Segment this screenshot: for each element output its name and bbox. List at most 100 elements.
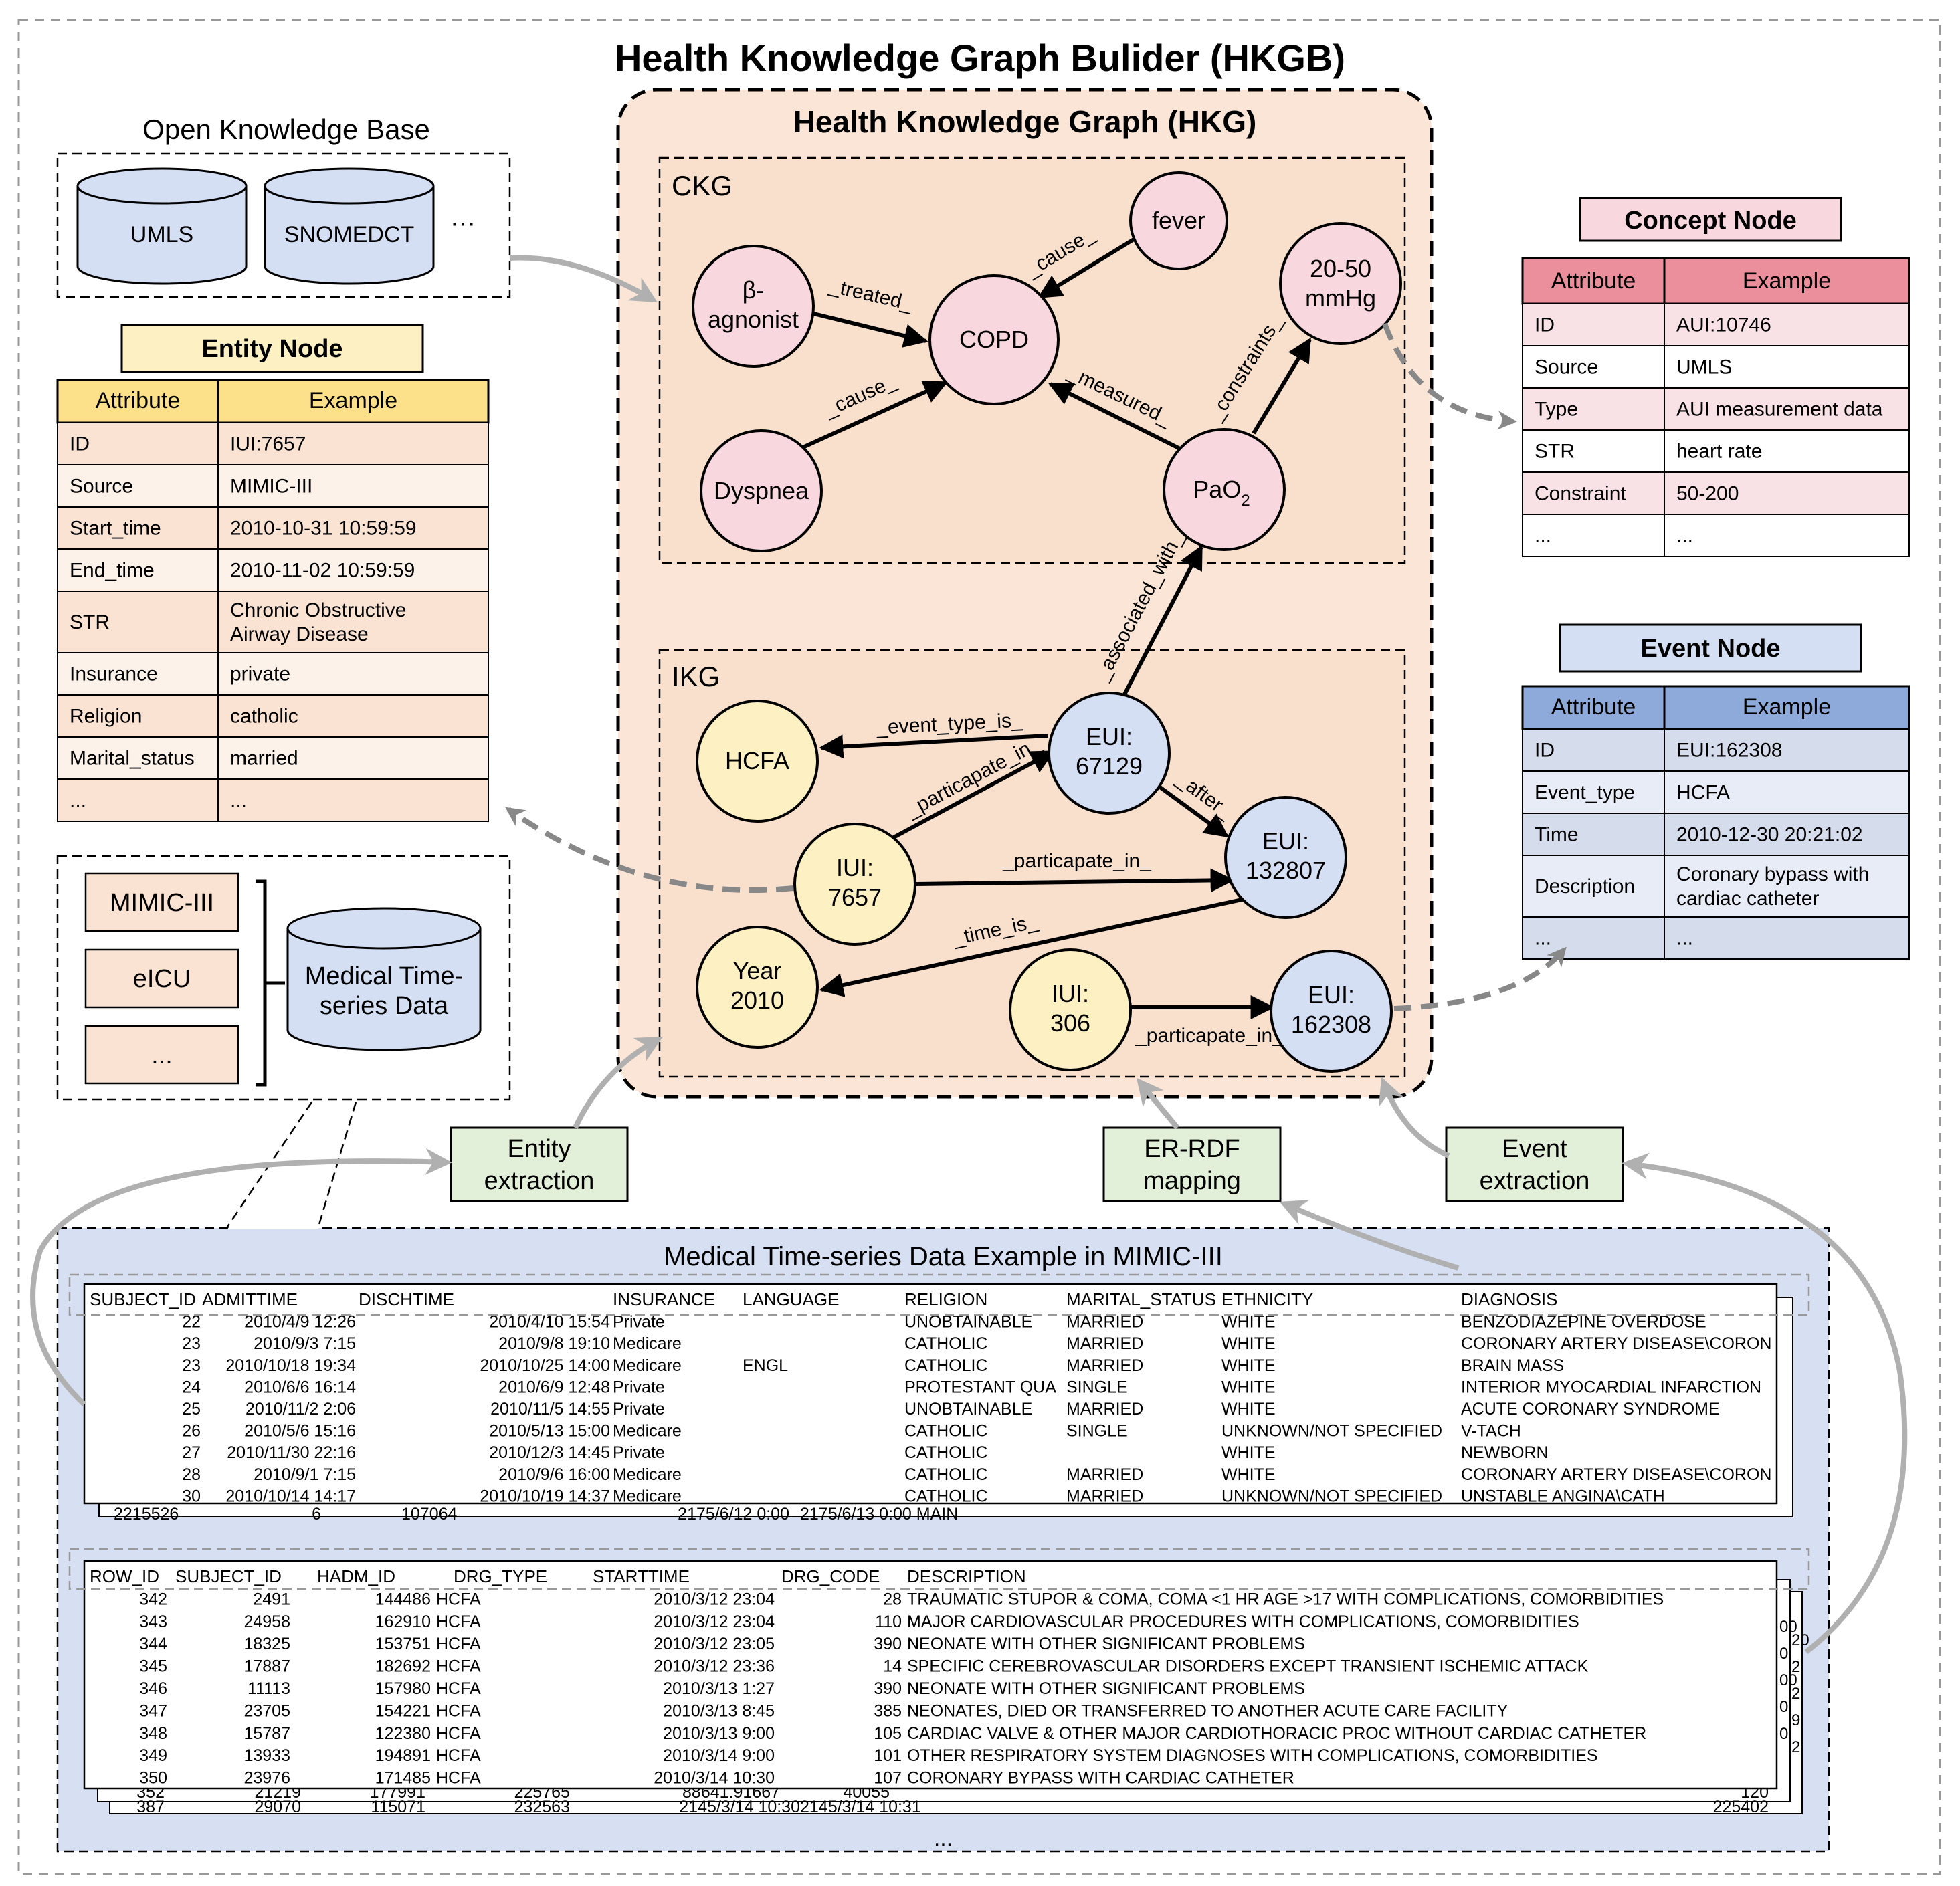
table-cell: UNSTABLE ANGINA\CATH [1461,1487,1665,1505]
table-cell: HCFA [436,1724,481,1743]
column-header: HADM_ID [317,1566,395,1586]
table-cell: MARRIED [1066,1313,1143,1332]
svg-text:ER-RDF: ER-RDF [1144,1135,1240,1163]
table-cell: NEWBORN [1461,1443,1549,1462]
example-title: Medical Time-series Data Example in MIMI… [664,1242,1223,1271]
table-cell: 2010/3/13 1:27 [663,1679,775,1698]
table-cell: 2010/9/6 16:00 [498,1465,610,1484]
table-cell: 2010/10/18 19:34 [225,1356,356,1375]
table-cell: MARRIED [1066,1334,1143,1353]
table-cell: 2010/11/30 22:16 [227,1443,356,1462]
table-cell: 2010/3/13 8:45 [663,1701,775,1720]
node-fever: fever [1129,171,1228,270]
outer-frame [17,19,1941,1875]
table-cell: 2010/3/14 10:30 [654,1769,775,1788]
table-cell: WHITE [1221,1356,1276,1375]
edge-particapate-in-1 [892,750,1056,839]
table-cell: 23705 [243,1701,290,1720]
svg-text:EUI:: EUI: [1308,981,1355,1009]
table-cell: CARDIAC VALVE & OTHER MAJOR CARDIOTHORAC… [907,1724,1646,1743]
edge-after [1156,783,1229,838]
edge-constraints [1252,337,1312,435]
table1-front-sheet [83,1283,1778,1505]
column-header: ROW_ID [90,1566,159,1586]
source-more: ... [84,1025,239,1085]
table-cell: 14 [883,1657,902,1676]
event-extraction-box: Event extraction [1445,1126,1624,1202]
table-cell: 345 [139,1657,167,1676]
table-header-cell [217,379,490,424]
node-dyspnea: Dyspnea [700,429,823,552]
table-example-cell: UMLS [1676,356,1732,379]
edge-cause-dyspnea [800,380,949,450]
example-ellipsis: ... [934,1826,953,1851]
table-cell: 23976 [243,1769,290,1788]
behind-cell: 115071 [371,1798,425,1816]
svg-text:extraction: extraction [1480,1167,1590,1195]
table-cell: NEONATES, DIED OR TRANSFERRED TO ANOTHER… [907,1701,1508,1720]
table-cell: 30 [182,1487,201,1505]
table-cell: 2010/6/6 16:14 [244,1378,356,1396]
table-example-cell: ... [230,790,247,812]
table-example-cell: 2010-10-31 10:59:59 [230,518,417,540]
table-cell: 2010/3/12 23:05 [654,1635,775,1653]
table-cell: 11113 [248,1679,290,1698]
table-cell: 23 [182,1356,201,1375]
column-header: DIAGNOSIS [1461,1289,1557,1309]
table-cell: 171485 [375,1769,431,1788]
table-cell: MARRIED [1066,1465,1143,1484]
table-cell: Medicare [613,1422,682,1441]
table-example-cell: EUI:162308 [1676,740,1782,762]
table-cell: 101 [874,1746,902,1765]
node-20-50-mmhg: 20-50 mmHg [1279,222,1402,345]
table-cell: WHITE [1221,1334,1276,1353]
behind-cell: 225402 [1713,1798,1769,1816]
svg-text:162308: 162308 [1291,1011,1371,1038]
table-cell: 2010/3/13 9:00 [663,1724,775,1743]
table-example-cell: catholic [230,706,298,728]
column-header: INSURANCE [613,1289,715,1309]
table-cell: 144486 [375,1590,431,1608]
table-cell: 2010/11/5 14:55 [490,1400,610,1419]
table-cell: UNOBTAINABLE [904,1400,1032,1419]
side-fragment: 0 [1779,1698,1788,1716]
svg-text:COPD: COPD [959,326,1029,353]
table-cell: CATHOLIC [904,1356,988,1375]
table-cell: OTHER RESPIRATORY SYSTEM DIAGNOSES WITH … [907,1746,1598,1765]
edge-associated-with [1122,544,1203,697]
table-example-cell: HCFA [1676,782,1730,804]
node-beta-agnonist: β- agnonist [692,245,815,368]
table-cell: CATHOLIC [904,1334,988,1353]
table-row: ...... [1522,916,1910,960]
arrow-table1-to-entity-extraction [30,1148,452,1406]
column-header: DRG_CODE [781,1566,880,1586]
behind-cell: 232563 [514,1798,570,1816]
table-cell: HCFA [436,1746,481,1765]
svg-text:SNOMEDCT: SNOMEDCT [284,222,415,247]
table-attribute-cell: Start_time [70,518,161,540]
table-example-cell: Coronary bypass with [1676,863,1869,885]
table-cell: 2010/3/14 9:00 [663,1746,775,1765]
table-cell: Private [613,1400,665,1419]
table-cell: Medicare [613,1334,682,1353]
svg-text:132807: 132807 [1246,857,1326,884]
svg-text:Year: Year [733,957,782,984]
